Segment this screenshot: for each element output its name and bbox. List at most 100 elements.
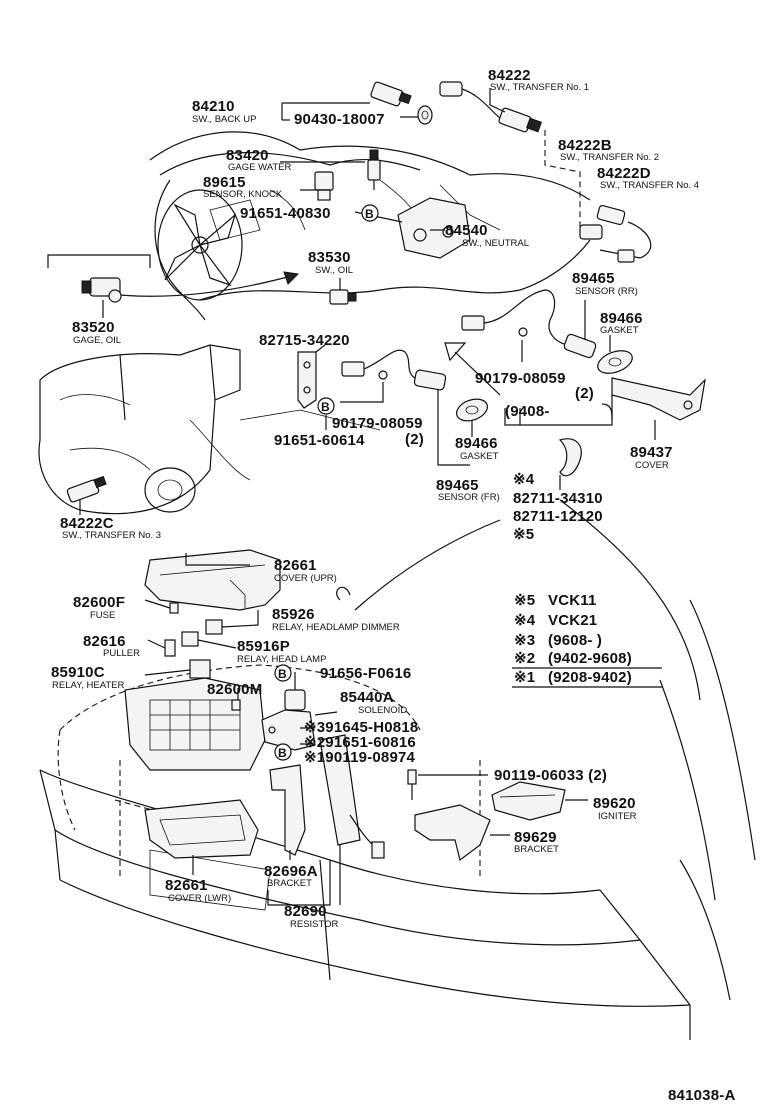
switch-transfer-4-part (596, 204, 652, 263)
label-82715: 82715-34220 (259, 332, 350, 349)
label-82661-lwr-name: COVER (LWR) (168, 893, 231, 904)
label-291651: ※291651-60816 (304, 734, 416, 751)
label-84222c-name: SW., TRANSFER No. 3 (62, 530, 161, 541)
legend-text-2: (9402-9608) (548, 650, 632, 667)
marker-b-text: B (321, 400, 330, 414)
label-85910c: 85910C (51, 664, 105, 681)
label-85910c-name: RELAY, HEATER (52, 680, 124, 691)
marker-b-text: B (278, 667, 287, 681)
leader-line (489, 88, 506, 113)
label-83530: 83530 (308, 249, 351, 266)
label-82711-mark: ※4 (513, 471, 535, 488)
label-82616: 82616 (83, 633, 126, 650)
knock-sensor-part (314, 171, 334, 201)
label-83530-name: SW., OIL (315, 265, 353, 276)
label-89620-name: IGNITER (598, 811, 637, 822)
label-84222d-name: SW., TRANSFER No. 4 (600, 180, 699, 191)
label-83420-name: GAGE WATER (228, 162, 291, 173)
resistor-part (319, 734, 385, 859)
leader-line (147, 639, 166, 649)
bracket-82696a-part (269, 764, 306, 856)
label-85916p: 85916P (237, 638, 290, 655)
leader-line (267, 860, 331, 906)
dimmer-relay-part (205, 619, 223, 635)
label-89437-name: COVER (635, 460, 669, 471)
bolt-90119-part (407, 769, 417, 800)
label-84222c: 84222C (60, 515, 114, 532)
fan-illustration (157, 189, 243, 301)
neutral-switch-part (397, 197, 471, 259)
label-89465-rr-name: SENSOR (RR) (575, 286, 638, 297)
label-89466-b: 89466 (455, 435, 498, 452)
legend-mark-4: ※4 (514, 612, 536, 629)
oil-switch-part (329, 289, 357, 305)
marker-b-text: B (365, 207, 374, 221)
legend-text-3: (9608- ) (548, 632, 602, 649)
label-85440a: 85440A (340, 689, 394, 706)
legend: ※5 VCK11 ※4 VCK21 ※3 (9608- ) ※2 (9402-9… (512, 592, 662, 688)
solenoid-part (261, 689, 316, 751)
label-89620: 89620 (593, 795, 636, 812)
label-90430: 90430-18007 (294, 111, 385, 128)
label-82600m: 82600M (207, 681, 262, 698)
cover-89437-part (611, 377, 706, 421)
label-82690-name: RESISTOR (290, 919, 339, 930)
leader-line (197, 639, 237, 649)
bracket-82715-part (297, 351, 317, 409)
label-83520-name: GAGE, OIL (73, 335, 121, 346)
legend-mark-5: ※5 (514, 592, 535, 609)
switch-transfer-1-part (439, 81, 542, 133)
label-85926-name: RELAY, HEADLAMP DIMMER (272, 622, 400, 633)
heater-relay-part (189, 659, 211, 679)
marker-b-icon (274, 743, 292, 761)
label-82711-1: 82711-34310 (513, 490, 603, 507)
label-84210-name: SW., BACK UP (192, 114, 256, 125)
label-89465-fr-name: SENSOR (FR) (438, 492, 500, 503)
switch-transfer-3-part (66, 475, 107, 503)
label-89629-name: BRACKET (514, 844, 559, 855)
head-lamp-relay-part (181, 631, 199, 647)
fuse-part (169, 602, 179, 614)
oil-gage-part (81, 277, 122, 303)
label-82711-mark2: ※5 (513, 526, 534, 543)
label-84540: 84540 (445, 222, 488, 239)
label-82696a-name: BRACKET (267, 878, 312, 889)
label-89466-a-name: GASKET (600, 325, 639, 336)
label-82661-upr: 82661 (274, 557, 317, 574)
fuse-m-part (231, 699, 241, 711)
label-9408: (9408- (505, 403, 550, 420)
label-83420: 83420 (226, 147, 269, 164)
label-391645: ※391645-H0818 (304, 719, 418, 736)
legend-text-1: (9208-9402) (548, 669, 632, 686)
label-90179-b-qty: (2) (405, 431, 424, 448)
arrow-head-icon (444, 342, 467, 362)
label-89466-b-name: GASKET (460, 451, 499, 462)
arrow-oil-switch (119, 274, 296, 297)
label-84222: 84222 (488, 67, 531, 84)
igniter-part (491, 781, 566, 821)
label-89437: 89437 (630, 444, 673, 461)
puller-part (164, 639, 176, 657)
label-82711-2: 82711-12120 (513, 508, 603, 525)
fuse-box-assembly (124, 549, 281, 859)
diagram-id: 841038-A (668, 1087, 735, 1104)
label-82616-name: PULLER (103, 648, 140, 659)
legend-mark-3: ※3 (514, 632, 535, 649)
label-89615: 89615 (203, 174, 246, 191)
gasket-rr-part (597, 350, 633, 374)
leader-line (221, 610, 259, 628)
marker-b-icon (274, 664, 292, 682)
label-83520: 83520 (72, 319, 115, 336)
label-190119: ※190119-08974 (304, 749, 416, 766)
leader-line (340, 382, 384, 403)
legend-mark-1: ※1 (514, 669, 535, 686)
leader-line (504, 408, 521, 426)
label-82661-lwr: 82661 (165, 877, 208, 894)
label-91656: 91656-F0616 (320, 665, 411, 682)
labels: 84222 SW., TRANSFER No. 1 84210 SW., BAC… (51, 67, 699, 930)
reference-bracket (47, 254, 151, 268)
gasket-fr-part (455, 398, 489, 422)
label-82600f-name: FUSE (90, 610, 115, 621)
vehicle-front-illustration (39, 499, 756, 1040)
marker-b-icon (317, 397, 335, 415)
